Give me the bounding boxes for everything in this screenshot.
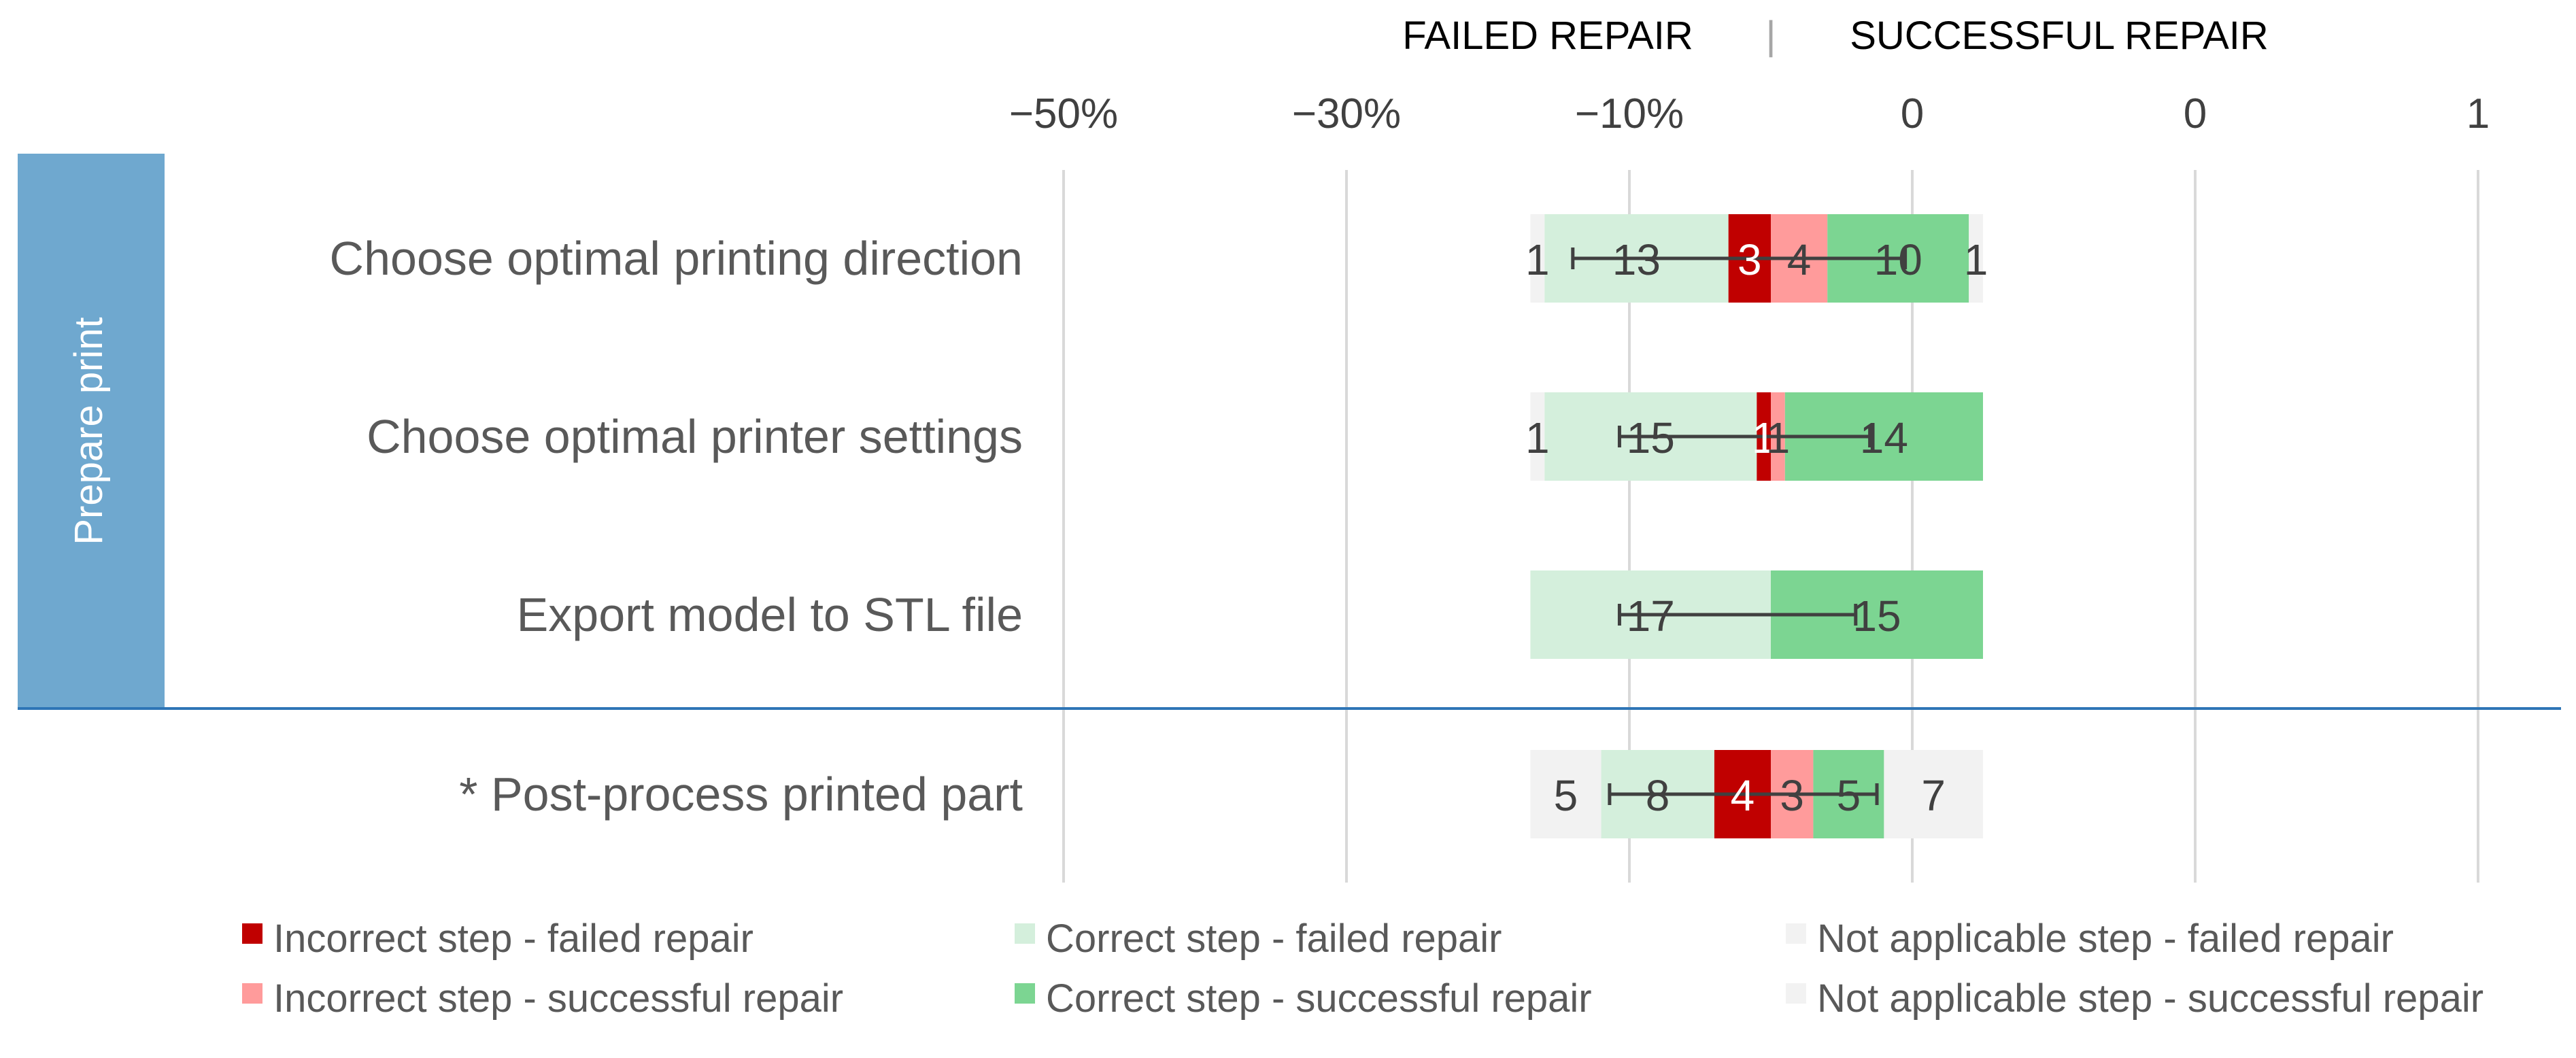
error-bars [1571, 248, 1908, 805]
header-failed-label: FAILED REPAIR [1402, 14, 1693, 58]
bar-segment-na_success [1884, 750, 1983, 838]
data-label: 1 [1752, 413, 1776, 462]
data-label: 3 [1738, 235, 1762, 284]
data-label: 14 [1860, 413, 1908, 462]
x-tick-label: −10% [1575, 90, 1684, 137]
group-band [18, 154, 165, 709]
category-label: Choose optimal printing direction [330, 232, 1023, 285]
category-labels: Choose optimal printing directionChoose … [330, 232, 1023, 821]
legend-item-label: Not applicable step - successful repair [1817, 976, 2484, 1021]
legend-item-label: Not applicable step - failed repair [1817, 917, 2394, 961]
data-label: 17 [1627, 592, 1675, 641]
legend-swatch-correct_success [1015, 983, 1035, 1004]
data-label: 3 [1780, 771, 1804, 820]
legend-item-label: Correct step - successful repair [1046, 976, 1592, 1021]
header-separator: | [1765, 14, 1776, 58]
data-label: 5 [1554, 771, 1578, 820]
data-label: 15 [1852, 592, 1901, 641]
data-label: 1 [1525, 235, 1550, 284]
category-label: * Post-process printed part [459, 768, 1023, 821]
data-label: 1 [1766, 413, 1791, 462]
legend-swatch-incorrect_success [242, 983, 262, 1004]
header-success-label: SUCCESSFUL REPAIR [1850, 14, 2269, 58]
data-label: 8 [1646, 771, 1670, 820]
bar-segment-na_failed [1530, 750, 1601, 838]
x-tick-label: −50% [1009, 90, 1118, 137]
legend-swatch-na_success [1786, 983, 1806, 1004]
legend-item-label: Incorrect step - failed repair [273, 917, 753, 961]
data-label: 4 [1731, 771, 1755, 820]
x-tick-label: 0 [2184, 90, 2207, 137]
x-tick-label: −30% [1292, 90, 1401, 137]
data-label: 15 [1627, 413, 1675, 462]
x-tick-label: 1 [2467, 90, 2490, 137]
legend-swatch-incorrect_failed [242, 923, 262, 944]
data-label: 1 [1964, 235, 1988, 284]
bar-segments [1530, 214, 1983, 838]
bar-segment-na_success [1969, 214, 1983, 303]
x-axis-tick-labels: −50% −30% −10% 0 0 1 [1009, 90, 2490, 137]
data-label: 1 [1525, 413, 1550, 462]
group-label: Prepare print [67, 317, 111, 545]
bar-segment-na_failed [1530, 392, 1545, 481]
category-label: Export model to STL file [517, 588, 1023, 641]
data-label: 10 [1874, 235, 1922, 284]
data-label: 7 [1921, 771, 1946, 820]
x-tick-label: 0 [1901, 90, 1924, 137]
category-label: Choose optimal printer settings [367, 410, 1023, 463]
legend-item-label: Correct step - failed repair [1046, 917, 1502, 961]
bar-segment-na_failed [1530, 214, 1545, 303]
data-label: 13 [1612, 235, 1661, 284]
data-label: 5 [1837, 771, 1861, 820]
legend-swatch-correct_failed [1015, 923, 1035, 944]
data-label: 4 [1787, 235, 1812, 284]
legend-item-label: Incorrect step - successful repair [273, 976, 843, 1021]
legend-swatch-na_failed [1786, 923, 1806, 944]
